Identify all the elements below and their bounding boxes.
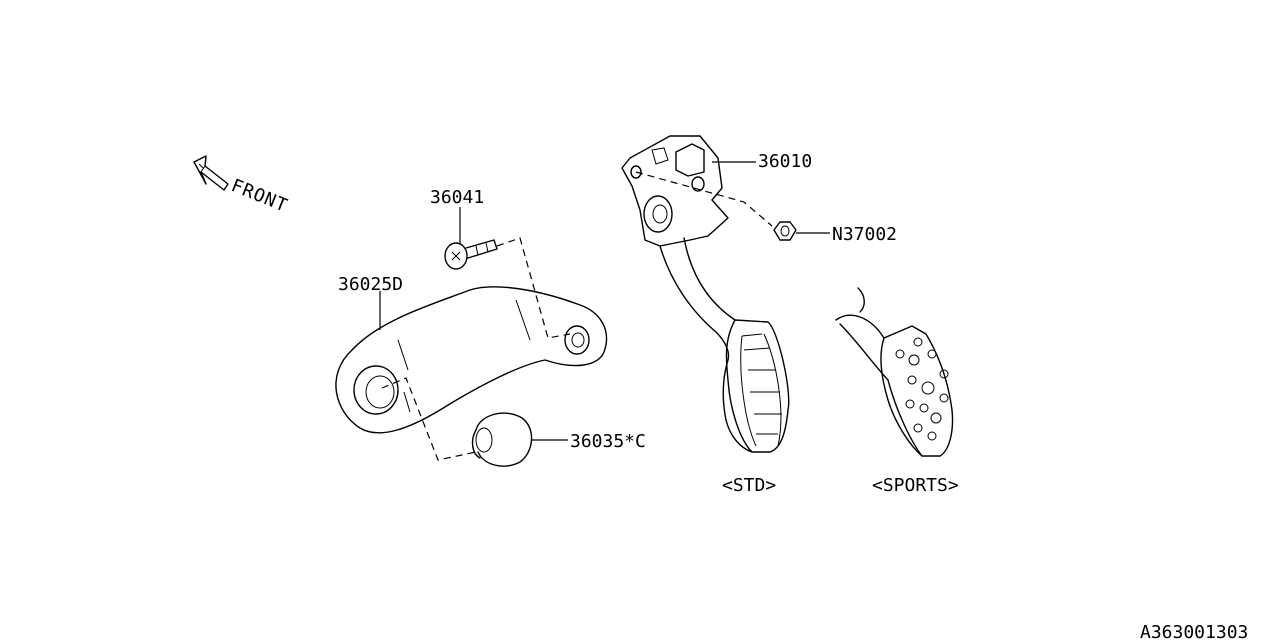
- part-label-36041: 36041: [430, 187, 484, 208]
- bracket-36025d: [335, 286, 608, 434]
- bolt-36041: [444, 239, 498, 270]
- pedal-assembly-std: [621, 135, 790, 453]
- cap-36035c: [471, 412, 533, 467]
- pedal-sports: [835, 287, 954, 457]
- front-arrow-icon: [193, 155, 229, 191]
- part-label-36035c: 36035*C: [570, 431, 646, 452]
- variant-label-sports: <SPORTS>: [872, 475, 959, 496]
- part-label-n37002: N37002: [832, 224, 897, 245]
- diagram-code: A363001303: [1140, 622, 1248, 640]
- part-label-36025d: 36025D: [338, 274, 403, 295]
- variant-label-std: <STD>: [722, 475, 776, 496]
- front-label: FRONT: [228, 175, 291, 217]
- part-label-36010: 36010: [758, 151, 812, 172]
- nut-n37002: [773, 221, 797, 241]
